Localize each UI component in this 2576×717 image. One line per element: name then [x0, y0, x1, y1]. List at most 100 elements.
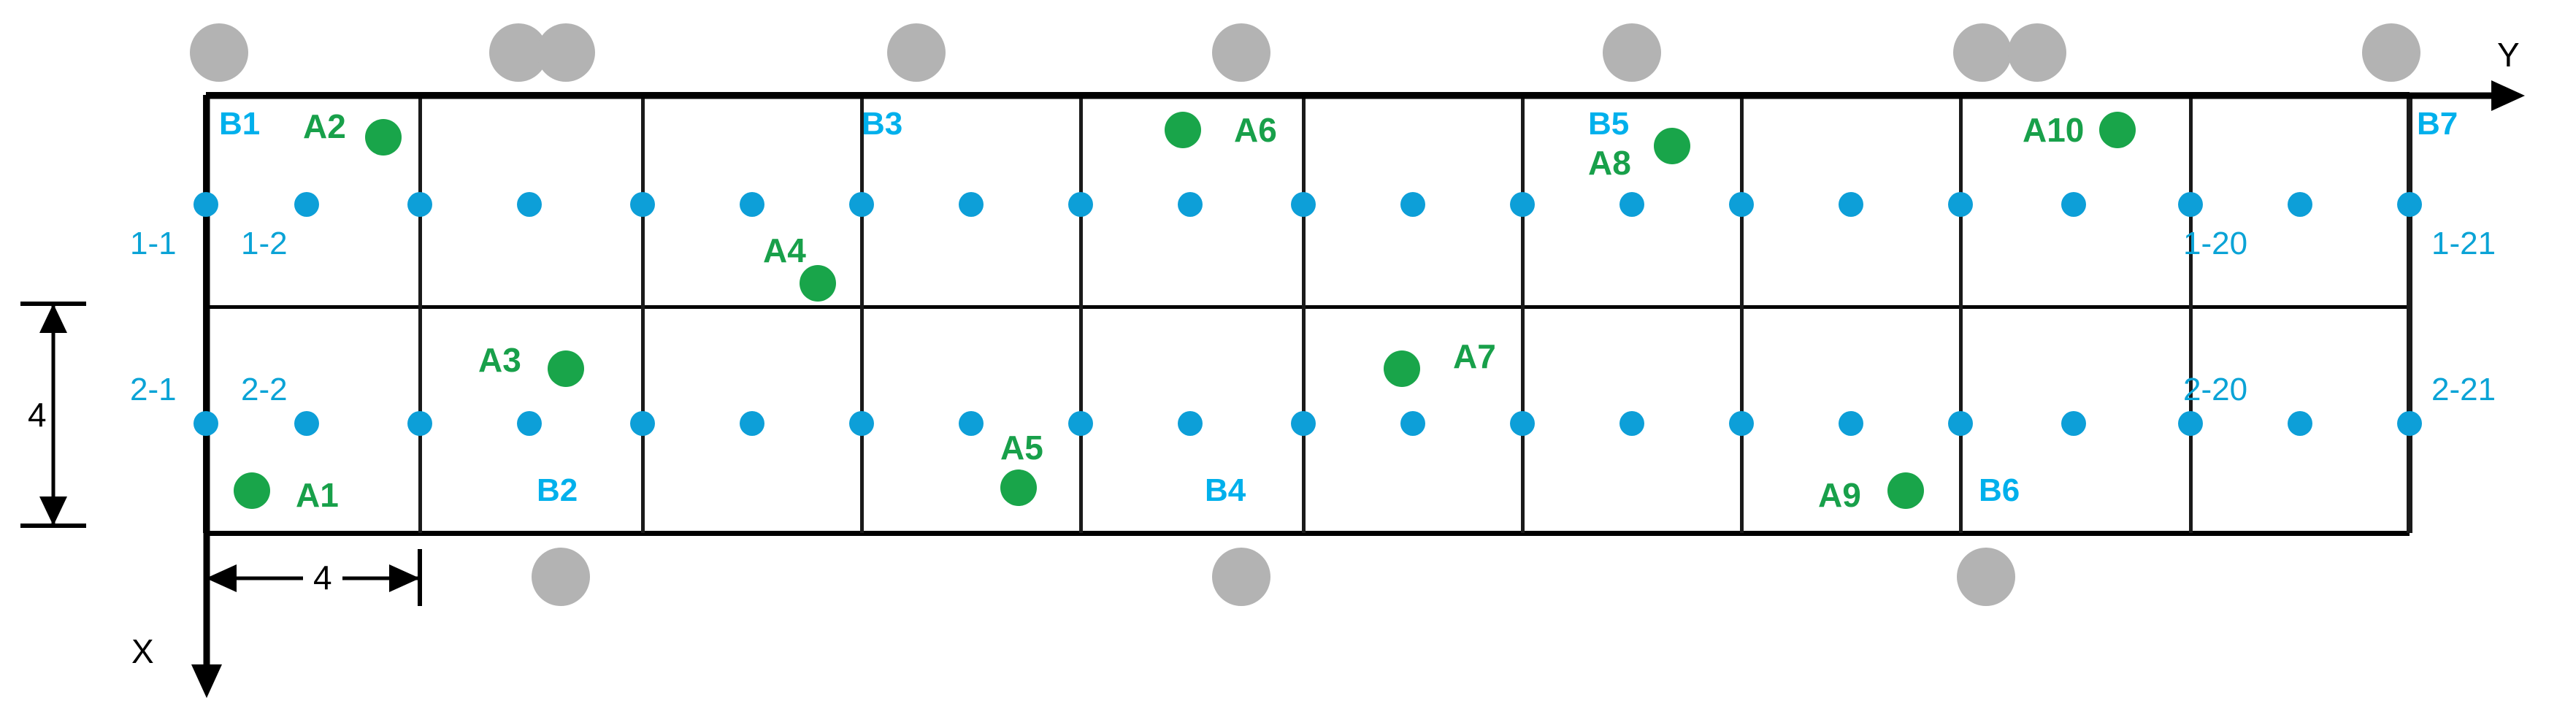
blue-node-1-13: [1510, 192, 1535, 217]
blue-node-2-17: [1948, 411, 1973, 436]
blue-node-1-15: [1729, 192, 1754, 217]
blue-node-1-7: [849, 192, 874, 217]
grid-hline-2: [206, 530, 2410, 536]
blue-node-1-14: [1619, 192, 1644, 217]
blue-node-1-19: [2178, 192, 2203, 217]
boundary-label-b1: B1: [219, 106, 261, 142]
point-label-a2: A2: [303, 107, 346, 145]
green-marker-a7: [1384, 350, 1420, 387]
point-label-a8: A8: [1588, 144, 1631, 182]
point-label-a3: A3: [478, 341, 521, 379]
blue-node-2-18: [2061, 411, 2086, 436]
point-label-a5: A5: [1000, 429, 1043, 467]
blue-node-1-6: [740, 192, 764, 217]
node-label-2-2: 2-2: [241, 372, 288, 407]
gray-marker-bottom-1: [1212, 548, 1270, 606]
node-label-2-20: 2-20: [2183, 372, 2248, 407]
blue-node-1-1: [193, 192, 218, 217]
blue-node-2-20: [2288, 411, 2312, 436]
green-marker-a4: [800, 265, 836, 302]
grid-vline-1: [418, 95, 422, 533]
blue-node-1-5: [630, 192, 655, 217]
blue-node-2-11: [1291, 411, 1316, 436]
point-label-a7: A7: [1453, 337, 1496, 375]
blue-node-2-12: [1400, 411, 1425, 436]
blue-node-2-6: [740, 411, 764, 436]
vertical-dimension-arrow: [20, 302, 86, 528]
blue-node-2-1: [193, 411, 218, 436]
green-marker-a5: [1000, 469, 1037, 506]
grid-vline-4: [1078, 95, 1083, 533]
gray-marker-top-4: [1212, 23, 1270, 82]
gray-marker-top-2: [537, 23, 595, 82]
green-marker-a2: [365, 119, 402, 156]
grid-vline-2: [640, 95, 645, 533]
blue-node-2-5: [630, 411, 655, 436]
grid-vline-5: [1301, 95, 1306, 533]
blue-node-1-12: [1400, 192, 1425, 217]
grid-vline-9: [2188, 95, 2193, 533]
vertical-dimension-value: 4: [28, 396, 47, 434]
horizontal-dimension-value: 4: [303, 561, 342, 594]
green-marker-a8: [1654, 128, 1690, 164]
boundary-label-b4: B4: [1205, 472, 1246, 508]
point-label-a4: A4: [763, 231, 806, 269]
green-marker-a9: [1887, 472, 1924, 509]
blue-node-2-2: [294, 411, 319, 436]
grid-vline-8: [1958, 95, 1963, 533]
x-axis-label: X: [131, 632, 154, 670]
gray-marker-top-8: [2362, 23, 2420, 82]
blue-node-1-2: [294, 192, 319, 217]
node-label-1-1: 1-1: [130, 226, 177, 261]
gray-marker-bottom-0: [532, 548, 590, 606]
boundary-label-b2: B2: [537, 472, 578, 508]
grid-vline-7: [1739, 95, 1744, 533]
blue-node-2-15: [1729, 411, 1754, 436]
grid-vline-6: [1520, 95, 1525, 533]
blue-node-1-20: [2288, 192, 2312, 217]
blue-node-2-4: [517, 411, 542, 436]
boundary-label-b7: B7: [2417, 106, 2458, 142]
blue-node-1-11: [1291, 192, 1316, 217]
grid-vline-3: [859, 95, 864, 533]
boundary-label-b6: B6: [1979, 472, 2020, 508]
blue-node-2-9: [1068, 411, 1093, 436]
y-axis-arrow: [206, 80, 2525, 111]
gray-marker-bottom-2: [1957, 548, 2015, 606]
blue-node-2-21: [2397, 411, 2422, 436]
blue-node-2-10: [1178, 411, 1203, 436]
blue-node-2-13: [1510, 411, 1535, 436]
blue-node-2-7: [849, 411, 874, 436]
gray-marker-top-3: [887, 23, 946, 82]
blue-node-1-16: [1839, 192, 1863, 217]
node-label-1-2: 1-2: [241, 226, 288, 261]
gray-marker-top-7: [2008, 23, 2066, 82]
blue-node-2-16: [1839, 411, 1863, 436]
blue-node-2-8: [959, 411, 984, 436]
green-marker-a6: [1165, 112, 1201, 148]
node-label-1-20: 1-20: [2183, 226, 2248, 261]
gray-marker-top-6: [1953, 23, 2012, 82]
blue-node-2-14: [1619, 411, 1644, 436]
boundary-label-b3: B3: [862, 106, 903, 142]
blue-node-1-21: [2397, 192, 2422, 217]
gray-marker-top-0: [190, 23, 248, 82]
blue-node-1-17: [1948, 192, 1973, 217]
blue-node-1-10: [1178, 192, 1203, 217]
blue-node-1-18: [2061, 192, 2086, 217]
boundary-label-b5: B5: [1588, 106, 1630, 142]
blue-node-1-4: [517, 192, 542, 217]
node-label-1-21: 1-21: [2431, 226, 2496, 261]
node-label-2-21: 2-21: [2431, 372, 2496, 407]
green-marker-a3: [548, 350, 584, 387]
grid-hline-1: [206, 304, 2410, 309]
point-label-a6: A6: [1234, 111, 1277, 149]
point-label-a9: A9: [1818, 476, 1861, 514]
gray-marker-top-5: [1603, 23, 1661, 82]
blue-node-1-8: [959, 192, 984, 217]
blue-node-2-19: [2178, 411, 2203, 436]
y-axis-label: Y: [2497, 36, 2520, 74]
